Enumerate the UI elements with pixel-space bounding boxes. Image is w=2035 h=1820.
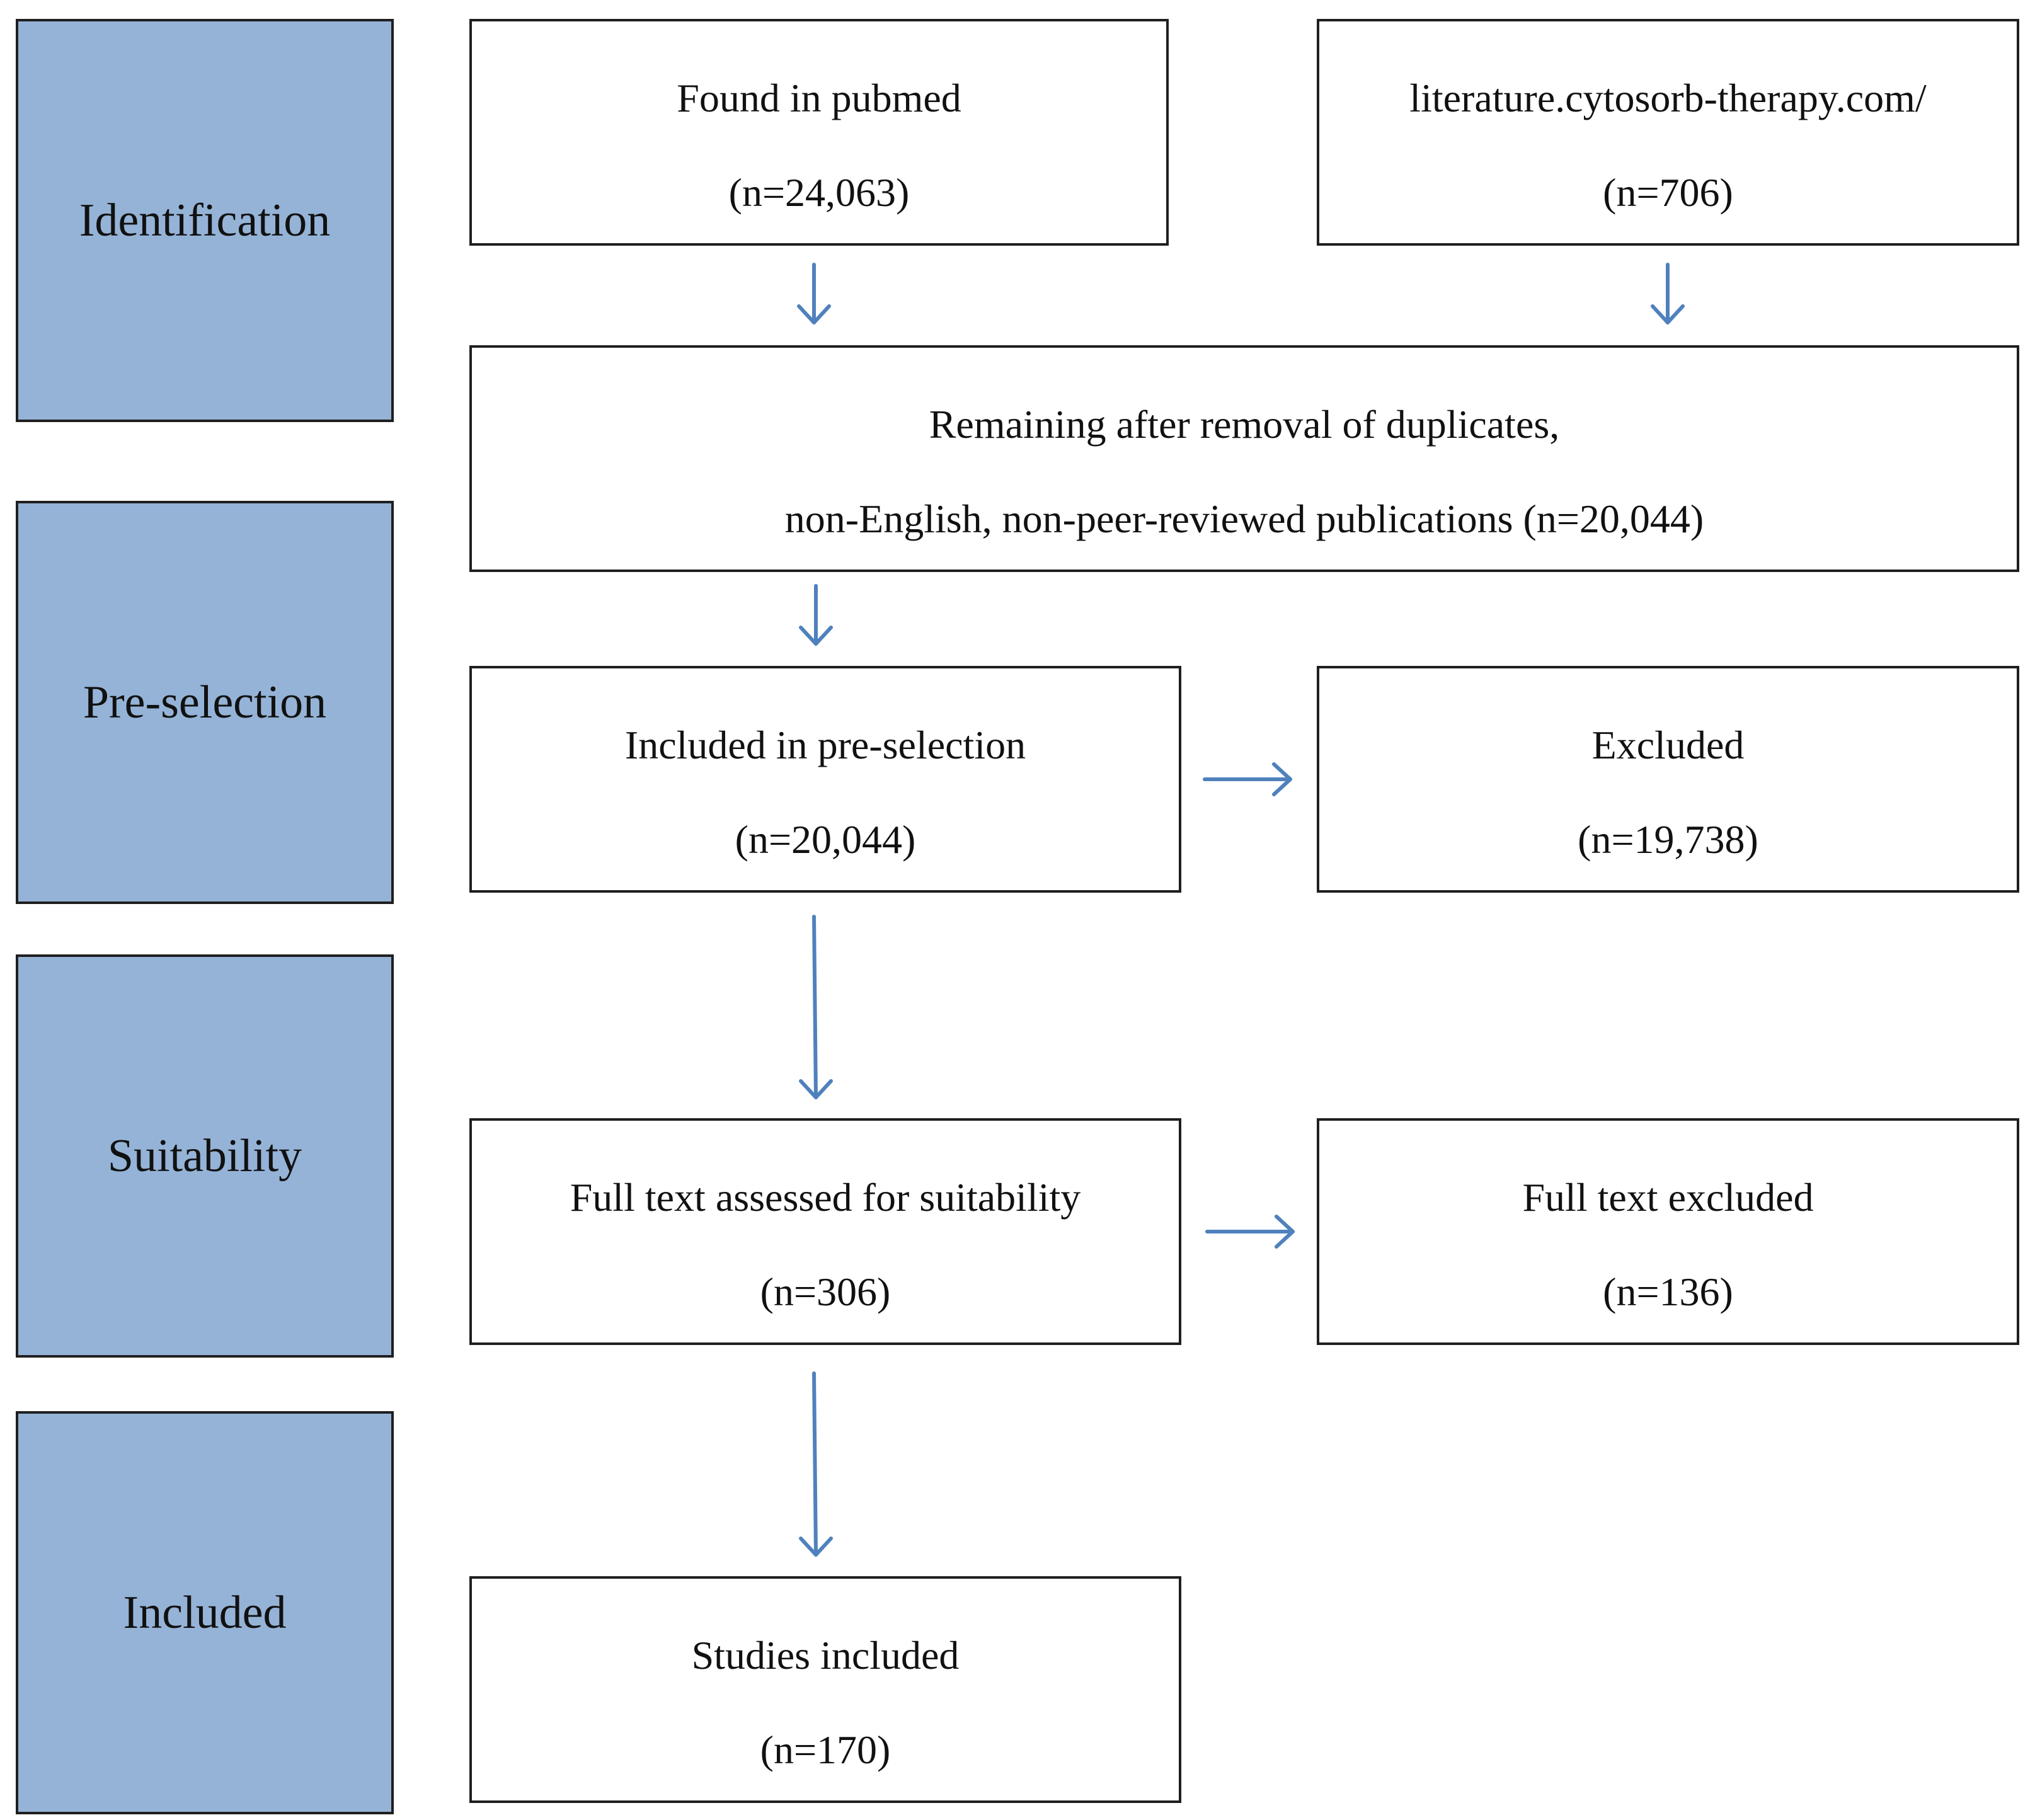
box-count: (n=706) <box>1603 170 1733 215</box>
arrow-cytosorb-to-remaining <box>1651 263 1685 324</box>
box-count: (n=24,063) <box>728 170 910 215</box>
box-count: (n=306) <box>760 1269 891 1314</box>
arrow-pubmed-to-remaining <box>797 263 831 324</box>
box-cytosorb-literature: literature.cytosorb-therapy.com/ (n=706) <box>1317 19 2019 246</box>
box-full-text-excluded: Full text excluded (n=136) <box>1317 1118 2019 1345</box>
box-title: literature.cytosorb-therapy.com/ <box>1409 76 1927 120</box>
box-excluded: Excluded (n=19,738) <box>1317 666 2019 893</box>
box-title: Excluded <box>1591 723 1745 767</box>
box-title: Found in pubmed <box>677 76 961 120</box>
box-included-in-pre-selection: Included in pre-selection (n=20,044) <box>469 666 1181 893</box>
arrow-preselection-to-fulltext <box>799 915 833 1099</box>
stage-label: Suitability <box>107 1130 302 1182</box>
box-count: (n=170) <box>760 1727 891 1772</box>
box-count: (n=19,738) <box>1578 817 1758 862</box>
stage-label: Pre-selection <box>83 676 327 728</box>
box-title: Studies included <box>691 1633 960 1678</box>
arrow-fulltext-to-studies <box>799 1371 833 1557</box>
box-count: (n=20,044) <box>735 817 916 862</box>
stage-label: Included <box>123 1586 287 1639</box>
box-count: non-English, non-peer-reviewed publicati… <box>784 496 1704 541</box>
stage-pre-selection: Pre-selection <box>16 501 394 904</box>
stage-included: Included <box>16 1411 394 1814</box>
arrow-preselection-to-excluded <box>1203 762 1292 796</box>
stage-suitability: Suitability <box>16 954 394 1358</box>
box-studies-included: Studies included (n=170) <box>469 1576 1181 1803</box>
box-remaining-after-removal: Remaining after removal of duplicates, n… <box>469 345 2019 572</box>
arrow-remaining-to-preselection <box>799 584 833 646</box>
box-title: Full text assessed for suitability <box>570 1175 1081 1220</box>
arrow-fulltext-to-excluded <box>1205 1215 1295 1249</box>
box-count: (n=136) <box>1603 1269 1733 1314</box>
box-title: Remaining after removal of duplicates, <box>929 402 1560 447</box>
box-title: Included in pre-selection <box>624 723 1026 767</box>
stage-label: Identification <box>79 194 331 246</box>
box-found-in-pubmed: Found in pubmed (n=24,063) <box>469 19 1169 246</box>
box-title: Full text excluded <box>1522 1175 1814 1220</box>
stage-identification: Identification <box>16 19 394 422</box>
box-full-text-assessed: Full text assessed for suitability (n=30… <box>469 1118 1181 1345</box>
